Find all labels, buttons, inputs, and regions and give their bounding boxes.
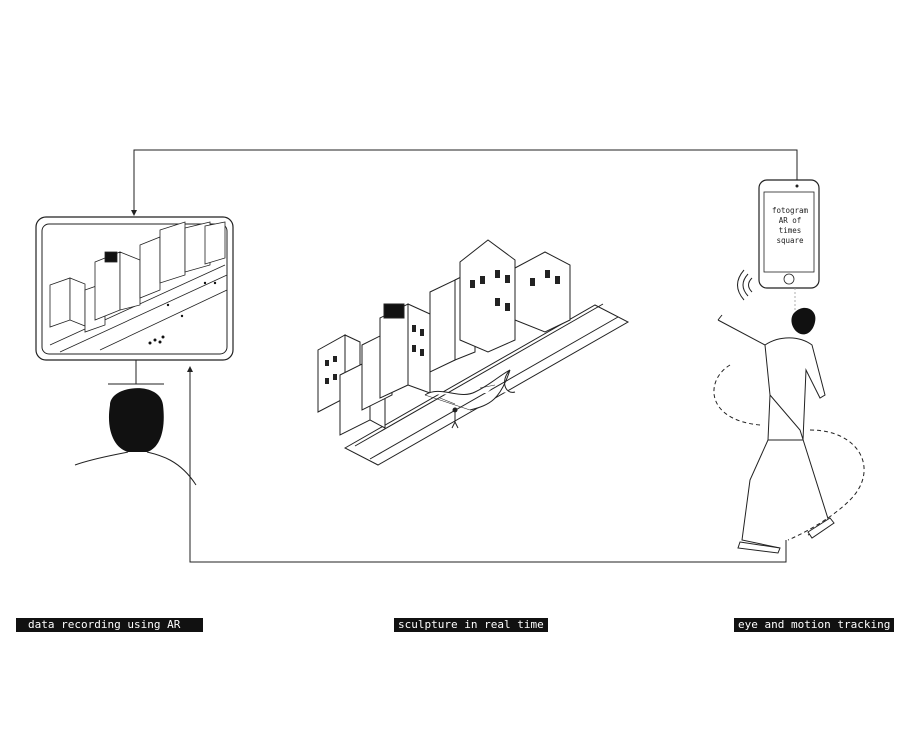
motion-path (713, 364, 865, 541)
smartphone-icon (758, 179, 820, 310)
ar-markers (148, 281, 217, 345)
walking-person-icon (717, 307, 835, 554)
signal-waves-icon (737, 269, 753, 301)
city-sculpture-scene (317, 239, 630, 466)
caption-sculpture: sculpture in real time (394, 618, 548, 632)
loop-connector (131, 149, 798, 563)
caption-data-recording: data recording using AR (16, 618, 203, 632)
phone-screen-text: fotogram AR of times square (766, 206, 814, 246)
phone-line-4: square (776, 236, 804, 245)
head-silhouette-icon (74, 360, 197, 486)
ar-city-view (49, 221, 228, 353)
phone-line-3: times (778, 226, 802, 235)
ar-viewer-frame (35, 216, 234, 361)
phone-line-2: AR of (778, 216, 802, 225)
phone-line-1: fotogram (771, 206, 809, 215)
caption-eye-motion: eye and motion tracking (734, 618, 895, 632)
